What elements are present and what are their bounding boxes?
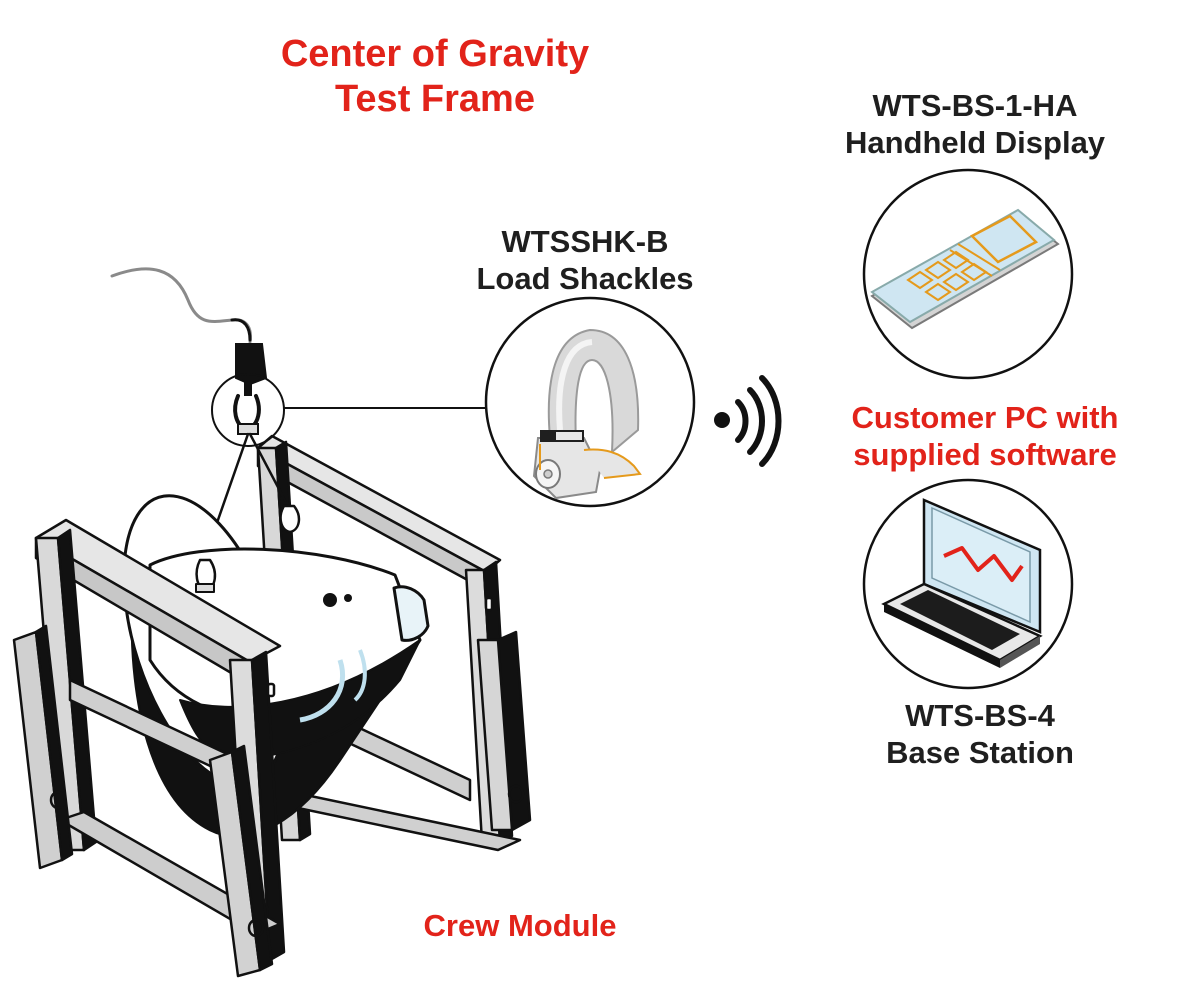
wireless-signal-icon (714, 375, 782, 467)
diagram-title: Center of Gravity Test Frame (230, 32, 640, 122)
crew-module-label: Crew Module (380, 908, 660, 945)
handheld-name: Handheld Display (844, 124, 1106, 160)
handheld-model: WTS-BS-1-HA (872, 88, 1078, 123)
base-station-model: WTS-BS-4 (905, 698, 1055, 733)
shackles-name: Load Shackles (476, 260, 694, 296)
base-station-laptop-illustration (862, 478, 1074, 690)
shackles-model: WTSSHK-B (501, 224, 669, 259)
shackle-detail (484, 296, 696, 508)
shackle-highlight-circle (211, 373, 285, 447)
customer-pc-line-1: Customer PC with (851, 400, 1119, 435)
base-station-name: Base Station (886, 734, 1074, 770)
base-station-label: WTS-BS-4 Base Station (830, 698, 1130, 771)
shackles-label: WTSSHK-B Load Shackles (440, 224, 730, 297)
test-frame-front (12, 518, 494, 978)
customer-pc-line-2: supplied software (853, 436, 1117, 472)
customer-pc-label: Customer PC with supplied software (820, 400, 1150, 473)
title-line-1: Center of Gravity (280, 33, 590, 75)
crew-module-text: Crew Module (423, 908, 617, 943)
handheld-label: WTS-BS-1-HA Handheld Display (800, 88, 1150, 161)
title-line-2: Test Frame (335, 77, 535, 120)
handheld-display-illustration (862, 168, 1074, 380)
